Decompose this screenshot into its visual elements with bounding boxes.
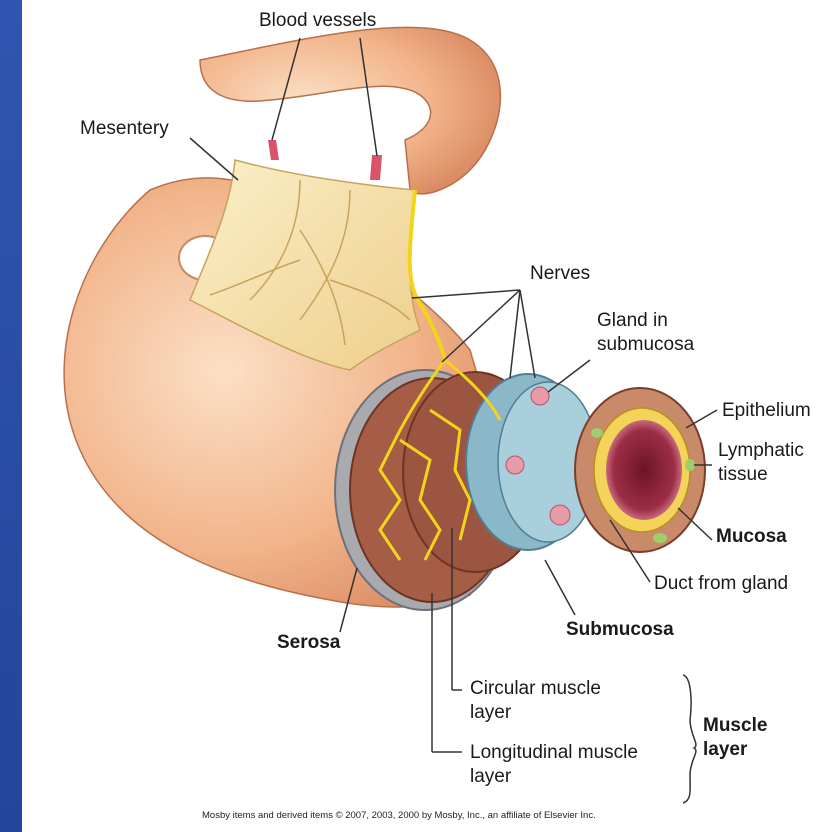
lymphatic-nodule-3 bbox=[653, 533, 667, 543]
gland-2 bbox=[506, 456, 524, 474]
nerves-label: Nerves bbox=[530, 263, 590, 285]
muscle-layer-label-line1: Muscle bbox=[703, 715, 767, 737]
blood-vessel-stub-1 bbox=[268, 140, 279, 160]
gland-label-line1: Gland in bbox=[597, 310, 668, 332]
blood-vessel-stub-2 bbox=[370, 155, 382, 180]
copyright-notice: Mosby items and derived items © 2007, 20… bbox=[202, 810, 596, 821]
lymphatic-nodule-2 bbox=[685, 459, 695, 471]
longitudinal-muscle-label-line1: Longitudinal muscle bbox=[470, 742, 638, 764]
muscle-layer-label-line2: layer bbox=[703, 739, 747, 761]
duct-label: Duct from gland bbox=[654, 573, 788, 595]
circular-muscle-label-line2: layer bbox=[470, 702, 511, 724]
lymphatic-nodule-1 bbox=[591, 428, 603, 438]
epithelium-label: Epithelium bbox=[722, 400, 811, 422]
blood-vessels-label: Blood vessels bbox=[259, 10, 376, 32]
circular-muscle-label-line1: Circular muscle bbox=[470, 678, 601, 700]
gland-3 bbox=[550, 505, 570, 525]
submucosa-label: Submucosa bbox=[566, 619, 674, 641]
lumen bbox=[606, 420, 682, 520]
mucosa-label: Mucosa bbox=[716, 526, 787, 548]
lymphatic-label-line1: Lymphatic bbox=[718, 440, 804, 462]
serosa-label: Serosa bbox=[277, 632, 340, 654]
gland-1 bbox=[531, 387, 549, 405]
longitudinal-muscle-label-line2: layer bbox=[470, 766, 511, 788]
gland-label-line2: submucosa bbox=[597, 334, 694, 356]
mesentery-label: Mesentery bbox=[80, 118, 169, 140]
lymphatic-label-line2: tissue bbox=[718, 464, 768, 486]
